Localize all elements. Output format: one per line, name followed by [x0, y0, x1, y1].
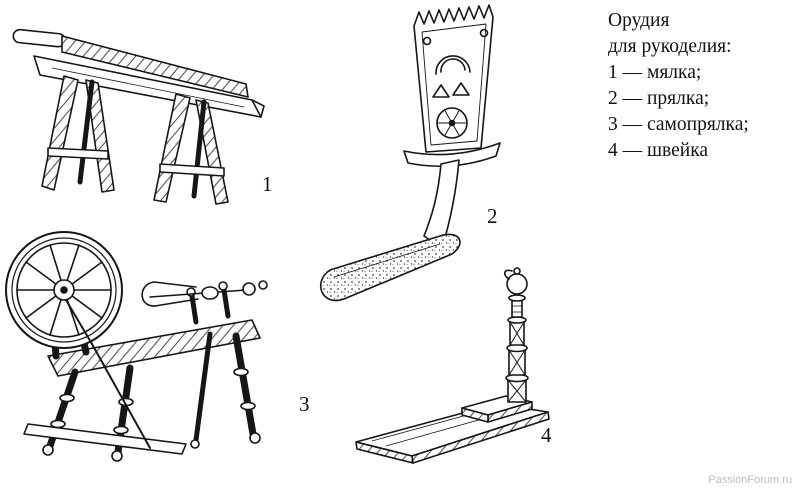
legend: Орудия для рукоделия: 1 — мялка; 2 — пря… — [608, 8, 798, 164]
legend-item-4: 4 — швейка — [608, 140, 709, 161]
spinning-wheel-icon — [5, 231, 268, 462]
figure-label-3: 3 — [299, 392, 310, 416]
figure-label-4: 4 — [541, 423, 552, 447]
figure-label-1: 1 — [262, 172, 273, 196]
legend-item-1: 1 — мялка; — [608, 62, 702, 83]
legend-item-3: 3 — самопрялка; — [608, 114, 749, 135]
distaff-icon — [319, 4, 501, 302]
figure-label-2: 2 — [487, 204, 498, 228]
flax-brake-icon — [12, 28, 265, 205]
legend-title-line2: для рукоделия: — [608, 36, 732, 57]
legend-title-line1: Орудия — [608, 10, 670, 31]
sewing-stand-icon — [355, 267, 550, 464]
legend-item-2: 2 — прялка; — [608, 88, 710, 109]
watermark: PassionForum.ru — [708, 474, 792, 486]
